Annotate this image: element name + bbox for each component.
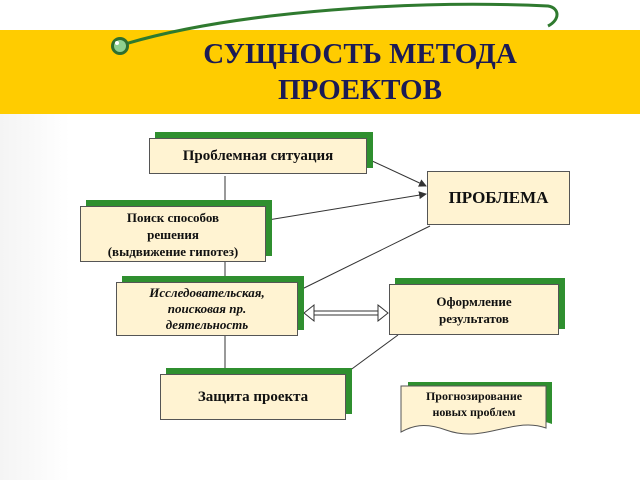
title-line-1: СУЩНОСТЬ МЕТОДА bbox=[203, 38, 517, 70]
forecast-label-line-1: Прогнозирование bbox=[425, 389, 523, 403]
results-label-line-1: Оформление bbox=[436, 293, 512, 309]
forecast-label-line-2: новых проблем bbox=[432, 405, 516, 419]
problem-situation-label: Проблемная ситуация bbox=[182, 147, 334, 164]
search-solutions-box: Поиск способов решения (выдвижение гипот… bbox=[80, 206, 266, 262]
forecast-label: Прогнозирование новых проблем bbox=[401, 384, 547, 424]
title-band bbox=[0, 30, 640, 114]
research-activity-box: Исследовательская, поисковая пр. деятель… bbox=[116, 282, 298, 336]
title-line-2: ПРОЕКТОВ bbox=[278, 74, 442, 106]
forecast-wave-shape bbox=[400, 385, 547, 435]
research-label-line-1: Исследовательская, bbox=[149, 285, 265, 300]
orb-icon bbox=[111, 37, 129, 55]
side-decoration bbox=[0, 114, 70, 480]
swoosh-curve bbox=[124, 2, 559, 46]
problem-situation-box: Проблемная ситуация bbox=[149, 138, 367, 174]
line-research-to-problem bbox=[299, 225, 431, 291]
arrow-situation-to-problem bbox=[369, 159, 427, 187]
slide-title: СУЩНОСТЬ МЕТОДА ПРОЕКТОВ bbox=[140, 36, 580, 108]
search-label-line-1: Поиск способов bbox=[126, 209, 220, 225]
project-defense-box: Защита проекта bbox=[160, 374, 346, 420]
project-defense-label: Защита проекта bbox=[197, 388, 309, 405]
research-label-line-2: поисковая пр. bbox=[167, 301, 247, 316]
problem-box: ПРОБЛЕМА bbox=[427, 171, 570, 225]
results-label-line-2: результатов bbox=[439, 310, 509, 326]
problem-label: ПРОБЛЕМА bbox=[448, 188, 549, 207]
search-label-line-2: решения bbox=[147, 226, 199, 242]
research-label-line-3: деятельность bbox=[165, 317, 249, 332]
double-arrow-research-results bbox=[303, 303, 389, 323]
arrow-search-to-problem bbox=[267, 191, 427, 221]
search-label-line-3: (выдвижение гипотез) bbox=[107, 243, 239, 259]
results-box: Оформление результатов bbox=[389, 284, 559, 335]
line-results-to-defense bbox=[344, 334, 399, 375]
